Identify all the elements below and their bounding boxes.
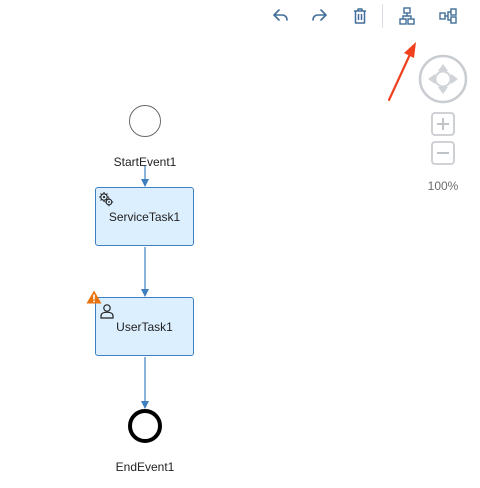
toolbar [0, 0, 480, 32]
service-task[interactable]: ServiceTask1 [95, 187, 194, 246]
warning-icon[interactable] [86, 290, 102, 304]
annotation-arrow [387, 42, 416, 102]
zoom-out-button[interactable] [431, 141, 455, 165]
toolbar-separator [382, 4, 383, 28]
horizontal-layout-icon [439, 8, 457, 24]
pan-left-icon [428, 74, 435, 84]
end-event-label: EndEvent1 [115, 460, 175, 474]
user-task-label: UserTask1 [116, 319, 173, 334]
redo-icon [312, 9, 327, 21]
vertical-layout-button[interactable] [395, 4, 419, 28]
pan-up-icon [438, 64, 448, 71]
trash-icon [354, 8, 366, 24]
pan-right-icon [451, 74, 458, 84]
gears-icon [99, 192, 114, 207]
delete-button[interactable] [348, 4, 372, 28]
vertical-layout-icon [399, 7, 415, 25]
start-event[interactable] [129, 105, 161, 137]
redo-button[interactable] [308, 4, 332, 28]
user-task[interactable]: UserTask1 [95, 297, 194, 356]
undo-icon [273, 9, 288, 21]
start-event-label: StartEvent1 [113, 155, 177, 169]
zoom-in-button[interactable] [431, 112, 455, 136]
end-event[interactable] [128, 409, 162, 443]
zoom-level: 100% [427, 179, 459, 193]
user-icon [100, 304, 114, 319]
undo-button[interactable] [268, 4, 292, 28]
pan-control[interactable] [418, 54, 468, 104]
pan-down-icon [438, 87, 448, 94]
service-task-label: ServiceTask1 [108, 209, 181, 224]
horizontal-layout-button[interactable] [436, 4, 460, 28]
